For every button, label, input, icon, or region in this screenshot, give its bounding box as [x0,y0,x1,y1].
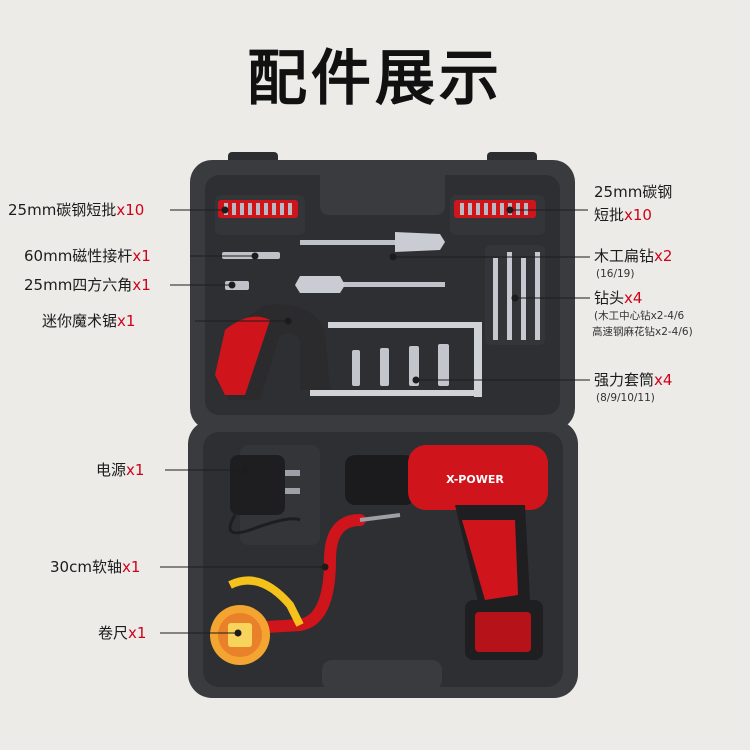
label-flex-shaft-text: 30cm软轴 [50,558,122,576]
label-drill-bits-text: 钻头 [594,289,625,307]
label-spade-bit-text: 木工扁钻 [594,247,655,265]
label-hex-adapter-text: 25mm四方六角 [24,276,133,294]
flex-shaft [244,514,366,634]
label-mini-saw-qty: x1 [117,312,136,330]
spade-bits [295,232,445,293]
mini-saw [215,304,482,400]
label-power-qty: x1 [126,461,145,479]
label-bits-right-line2: 短批 [594,206,625,224]
flex-shaft-tip [359,513,401,522]
label-magnetic-rod: 60mm磁性接杆x1 [24,247,151,265]
label-bits-right: 短批x10 [594,206,652,224]
label-magnetic-rod-qty: x1 [132,247,151,265]
label-socket-sub: (8/9/10/11) [596,392,655,404]
label-magnetic-rod-text: 60mm磁性接杆 [24,247,133,265]
label-drill-bits-sub1: (木工中心钻x2-4/6 [594,310,685,322]
label-hex-adapter-qty: x1 [132,276,151,294]
label-socket: 强力套筒x4 [594,371,672,389]
label-spade-bit-sub: (16/19) [596,268,635,280]
label-drill-bits-sub2: 高速钢麻花钻x2-4/6) [592,326,693,338]
cordless-drill [345,445,548,660]
label-spade-bit-qty: x2 [654,247,673,265]
label-tape-qty: x1 [128,624,147,642]
label-spade-bit: 木工扁钻x2 [594,247,672,265]
sockets [352,344,449,386]
label-bits-left: 25mm碳钢短批x10 [8,201,144,219]
bit-holder-right [454,200,536,218]
drill-bits [493,252,540,340]
label-drill-bits: 钻头x4 [594,289,642,307]
label-tape-text: 卷尺 [98,624,129,642]
label-power-text: 电源 [96,461,127,479]
label-bits-right-line1: 25mm碳钢 [594,183,673,201]
label-flex-shaft-qty: x1 [121,558,141,576]
label-bits-left-text: 25mm碳钢短批 [8,201,117,219]
label-socket-qty: x4 [654,371,673,389]
bit-holder-left [218,200,298,218]
label-socket-text: 强力套筒 [594,371,655,389]
label-drill-bits-qty: x4 [624,289,643,307]
brand-mark: X-POWER [446,473,504,486]
label-mini-saw: 迷你魔术锯x1 [42,312,135,330]
label-tape: 卷尺x1 [98,624,146,642]
label-hex-adapter: 25mm四方六角x1 [24,276,151,294]
label-flex-shaft: 30cm软轴x1 [50,558,140,576]
leader-lines [160,206,590,637]
label-bits-left-qty: x10 [116,201,145,219]
label-bits-right-qty: x10 [624,206,652,224]
label-power: 电源x1 [96,461,144,479]
page-title: 配件展示 [247,44,503,114]
label-mini-saw-text: 迷你魔术锯 [42,312,118,330]
